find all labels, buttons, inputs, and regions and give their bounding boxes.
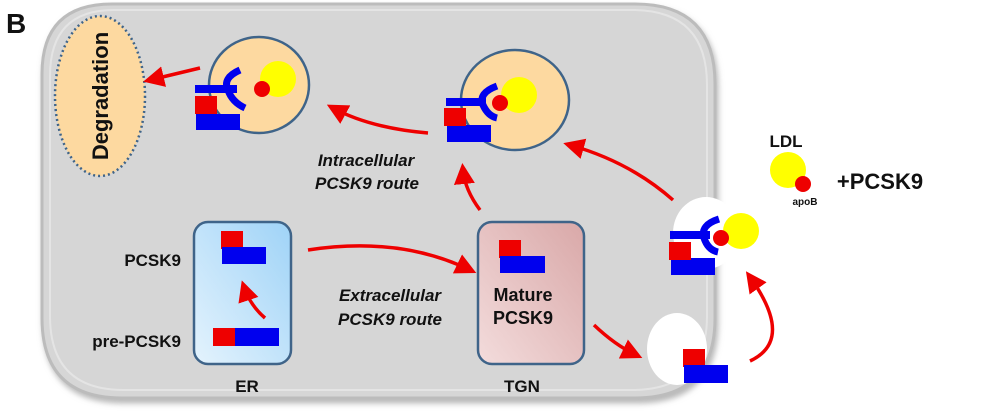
arrow-tgn-to-endosome — [453, 163, 482, 212]
ldl-particle — [501, 77, 537, 113]
pre-pcsk9-label: pre-PCSK9 — [92, 332, 181, 351]
pre-pcsk9-catalytic — [235, 328, 279, 346]
ldl-legend: LDL apoB — [769, 132, 817, 208]
tgn-compartment: Mature PCSK9 — [476, 220, 586, 366]
pre-pcsk9-prodomain — [213, 328, 235, 346]
surface-ldlr-complex — [669, 197, 759, 275]
degradation-compartment: Degradation — [53, 14, 147, 178]
arrow-tgn-to-secretion — [592, 323, 643, 359]
arrow-er-to-tgn — [307, 244, 477, 274]
ldl-receptor — [446, 82, 499, 142]
arrow-surface-to-endosome — [563, 138, 675, 202]
ldl-label: LDL — [769, 132, 802, 151]
ldl-particle — [723, 213, 759, 249]
mature-pcsk9-label-1: Mature — [493, 285, 552, 305]
endosome-middle — [444, 48, 571, 152]
pcsk9-prodomain — [499, 240, 521, 258]
degradation-label: Degradation — [88, 32, 113, 160]
ldl-receptor — [670, 215, 721, 275]
panel-label: B — [6, 8, 26, 39]
er-compartment — [192, 220, 293, 366]
apob-label: apoB — [793, 197, 818, 208]
apob-icon — [795, 176, 811, 192]
pcsk9-prodomain — [669, 242, 691, 260]
pcsk9-label: PCSK9 — [124, 251, 181, 270]
pcsk9-prodomain — [683, 349, 705, 367]
pcsk9-catalytic — [222, 247, 266, 264]
er-label: ER — [235, 377, 259, 396]
intracellular-route-label-1: Intracellular — [318, 151, 416, 170]
apob — [713, 230, 729, 246]
pcsk9-catalytic — [684, 365, 728, 383]
tgn-label: TGN — [504, 377, 540, 396]
secreted-pcsk9 — [647, 313, 728, 385]
pcsk9-prodomain — [195, 96, 217, 114]
arrow-maturation — [238, 280, 267, 320]
apob — [492, 95, 508, 111]
pcsk9-catalytic — [500, 256, 545, 273]
condition-label: +PCSK9 — [837, 169, 923, 194]
pcsk9-prodomain — [221, 231, 243, 249]
extracellular-route-label-2: PCSK9 route — [338, 310, 442, 329]
endosome-left — [195, 35, 311, 135]
arrow-to-degradation — [143, 66, 201, 87]
arrow-secreted-to-receptor — [745, 271, 775, 363]
extracellular-route-label-1: Extracellular — [339, 286, 442, 305]
arrow-intracellular-to-left — [326, 104, 429, 135]
apob — [254, 81, 270, 97]
pcsk9-prodomain — [444, 108, 466, 126]
mature-pcsk9-label-2: PCSK9 — [493, 308, 553, 328]
ldl-receptor — [195, 66, 247, 130]
intracellular-route-label-2: PCSK9 route — [315, 174, 419, 193]
